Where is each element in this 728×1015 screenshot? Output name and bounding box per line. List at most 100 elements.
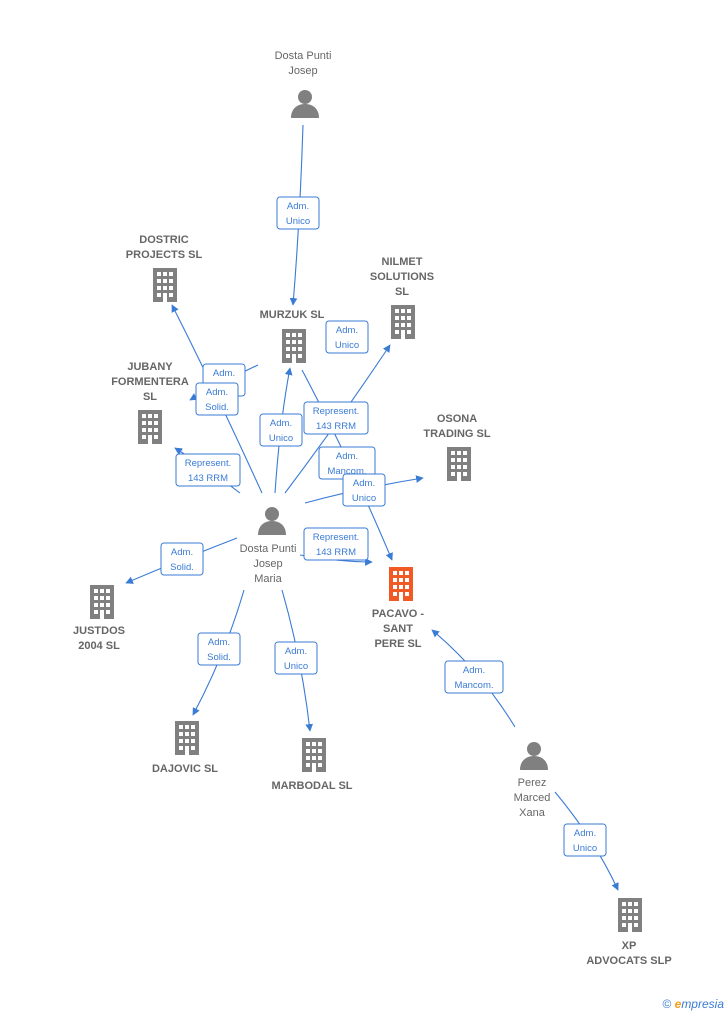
- edge-label-e8: Adm. Mancom.: [318, 446, 376, 480]
- edge-label-e14: Adm. Mancom.: [444, 660, 504, 694]
- edge-label-line: Represent.: [185, 458, 231, 469]
- building-icon: [447, 447, 471, 481]
- edge-label-line: Unico: [269, 433, 293, 444]
- edge-label-e6: Adm. Unico: [259, 413, 303, 447]
- node-marbodal[interactable]: MARBODAL SL: [271, 738, 353, 792]
- edge-label-line: Adm.: [336, 451, 358, 462]
- node-label-line: OSONA: [437, 413, 477, 425]
- node-label-line: ADVOCATS SLP: [586, 955, 671, 967]
- node-label-line: JUSTDOS: [73, 625, 125, 637]
- edge-label-box: [342, 473, 386, 507]
- node-nilmet[interactable]: NILMET SOLUTIONS SL: [370, 256, 434, 339]
- person-icon: [520, 742, 548, 770]
- edge-label-line: Adm.: [336, 325, 358, 336]
- building-icon: [391, 305, 415, 339]
- node-label-line: Dosta Punti: [240, 543, 297, 555]
- node-label-line: NILMET: [382, 256, 423, 268]
- edge-label-line: Adm.: [171, 547, 193, 558]
- edge-label-e13: Adm.Unico: [274, 641, 318, 675]
- edge-label-box: [195, 382, 239, 416]
- edge-label-line: Mancom.: [327, 466, 366, 477]
- edge-label-line: Adm.: [463, 665, 485, 676]
- node-label-line: Josep: [253, 558, 282, 570]
- footer-brand: © empresia: [662, 997, 724, 1011]
- building-icon: [282, 329, 306, 363]
- edge-label-line: Adm.: [270, 418, 292, 429]
- node-label-line: DAJOVIC SL: [152, 763, 218, 775]
- edge-label-line: Solid.: [207, 652, 231, 663]
- node-label-line: Maria: [254, 573, 282, 585]
- edge-label-box: [175, 453, 241, 487]
- node-label-line: Xana: [519, 807, 546, 819]
- edge-label-e4: Adm. Solid.: [195, 382, 239, 416]
- node-label-line: DOSTRIC: [139, 234, 189, 246]
- node-osona[interactable]: OSONA TRADING SL: [423, 413, 491, 481]
- edge-label-e12: Adm. Solid.: [197, 632, 241, 666]
- edge-label-line: Mancom.: [454, 680, 493, 691]
- node-label-line: MARBODAL SL: [271, 780, 352, 792]
- edge-label-line: Unico: [284, 661, 308, 672]
- edge-label-e3: Adm. Unico: [325, 320, 369, 354]
- edge-label-line: Adm.: [287, 201, 309, 212]
- edge-label-line: Unico: [286, 216, 310, 227]
- edge-label-line: Adm.: [213, 368, 235, 379]
- edge-label-box: [160, 542, 204, 576]
- node-label-line: Josep: [288, 65, 317, 77]
- edge-label-line: Unico: [352, 493, 376, 504]
- edge-label-e1: Adm. Unico: [276, 196, 320, 230]
- edge-label-e15: Adm.Unico: [563, 823, 607, 857]
- edge-label-line: Solid.: [205, 402, 229, 413]
- building-icon: [302, 738, 326, 772]
- person-icon: [291, 90, 319, 118]
- edge-label-line: Unico: [335, 340, 359, 351]
- node-label-line: MURZUK SL: [260, 309, 325, 321]
- edge-label-e7: Represent. 143 RRM: [303, 401, 369, 435]
- node-dajovic[interactable]: DAJOVIC SL: [152, 721, 218, 775]
- node-label-line: SL: [395, 286, 409, 298]
- edge-label-line: Adm.: [353, 478, 375, 489]
- edge-label-e10: Represent.143 RRM: [303, 527, 369, 561]
- edge-label-e5: Represent. 143 RRM: [175, 453, 241, 487]
- node-label-line: FORMENTERA: [111, 376, 189, 388]
- edge-label-box: [325, 320, 369, 354]
- copyright-symbol: ©: [662, 997, 672, 1011]
- edge-label-line: 143 RRM: [188, 473, 228, 484]
- node-label-line: SL: [143, 391, 157, 403]
- edge-label-box: [274, 641, 318, 675]
- node-label-line: 2004 SL: [78, 640, 120, 652]
- brand-e: e: [674, 997, 682, 1011]
- edge-label-line: Represent.: [313, 406, 359, 417]
- edge-label-box: [197, 632, 241, 666]
- node-murzuk[interactable]: MURZUK SL: [260, 309, 325, 363]
- node-xp[interactable]: XP ADVOCATS SLP: [586, 898, 672, 967]
- edge-label-line: Adm.: [208, 637, 230, 648]
- node-label-line: XP: [622, 940, 637, 952]
- node-label-line: Perez: [518, 777, 547, 789]
- edge-label-box: [444, 660, 504, 694]
- edge-label-box: [259, 413, 303, 447]
- brand-name: mpresia: [681, 997, 724, 1011]
- edge-label-e11: Adm. Solid.: [160, 542, 204, 576]
- edge-label-line: Adm.: [206, 387, 228, 398]
- edge-label-line: 143 RRM: [316, 421, 356, 432]
- edge-label-line: 143 RRM: [316, 547, 356, 558]
- edge-label-box: [303, 527, 369, 561]
- edge-label-line: Solid.: [170, 562, 194, 573]
- node-label-line: SOLUTIONS: [370, 271, 434, 283]
- building-icon: [389, 567, 413, 601]
- node-label-line: TRADING SL: [423, 428, 491, 440]
- node-justdos[interactable]: JUSTDOS 2004 SL: [73, 585, 125, 652]
- building-icon: [138, 410, 162, 444]
- node-label-line: Dosta Punti: [275, 50, 332, 62]
- edges: [125, 124, 619, 891]
- building-icon: [175, 721, 199, 755]
- building-icon: [153, 268, 177, 302]
